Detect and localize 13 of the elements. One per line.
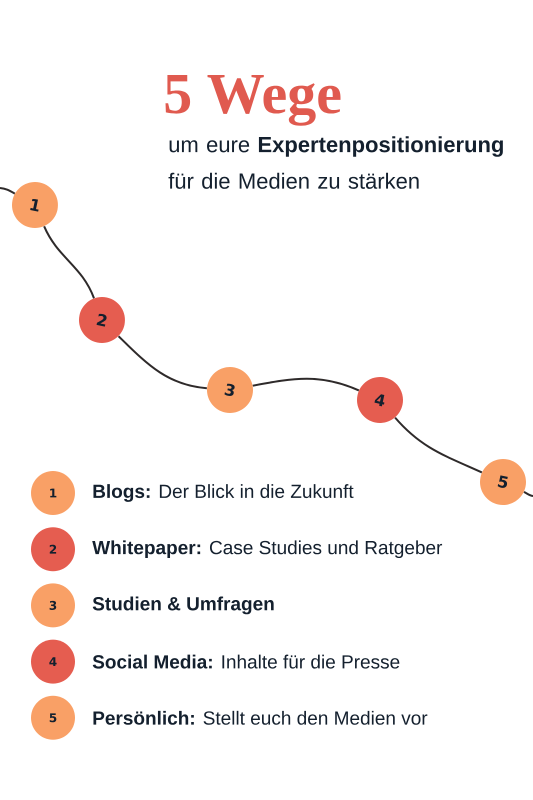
curved-line [0,187,16,194]
curved-line [118,336,207,390]
curved-line [43,226,95,299]
title: 5 Wege [166,75,340,126]
curved-line [524,491,533,497]
item-text: Social Media: Inhalte für die Presse [92,654,400,669]
item-text: Whitepaper: Case Studies und Ratgeber [92,540,442,558]
subtitle: um eure Expertenpositionierung für die Medien zu stärken [168,136,503,189]
item-text: Blogs: Der Blick in die Zukunft [93,484,354,502]
item-text: Studien & Umfragen [92,596,274,614]
curved-line [394,416,482,474]
item-text: Persönlich: Stellt euch den Medien vor [93,710,428,725]
curved-line [252,378,360,392]
